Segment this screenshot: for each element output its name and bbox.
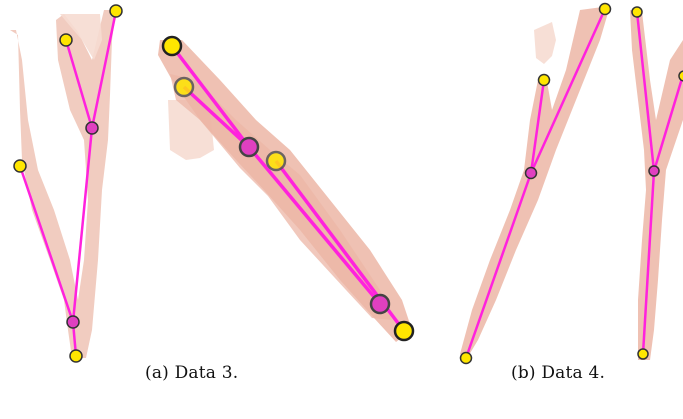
endpoint-node (598, 2, 612, 16)
panel-a-right-leaf (158, 35, 415, 342)
panel-a-left-leaf (10, 4, 123, 363)
skeleton-edge (64, 39, 94, 129)
skeleton-edge (90, 10, 118, 129)
skeleton-edge (247, 145, 382, 306)
endpoint-node (173, 76, 195, 98)
endpoint-node (59, 33, 73, 47)
leaf-mask (170, 74, 392, 320)
leaf-mask (630, 10, 683, 360)
endpoint-node (637, 348, 649, 360)
endpoint-node (393, 320, 415, 342)
skeleton-edge (641, 170, 656, 355)
skeleton-edge (71, 127, 94, 323)
skeleton-edge (170, 44, 251, 149)
skeleton-edge (652, 74, 683, 172)
junction-node (238, 136, 260, 158)
endpoint-node (678, 70, 683, 82)
endpoint-node (13, 159, 27, 173)
endpoint-node (537, 73, 551, 87)
leaf-mask-light (60, 14, 102, 60)
skeleton-edge (529, 8, 607, 174)
endpoint-node (69, 349, 83, 363)
endpoint-node (161, 35, 183, 57)
junction-node (85, 121, 99, 135)
leaf-mask-light (534, 22, 556, 64)
caption-b: (b) Data 4. (511, 363, 606, 383)
skeleton-edge (529, 79, 546, 174)
endpoint-node (631, 6, 643, 18)
caption-a: (a) Data 3. (145, 363, 239, 383)
endpoint-node (265, 150, 287, 172)
junction-node (369, 293, 391, 315)
junction-node (66, 315, 80, 329)
junction-node (524, 166, 538, 180)
junction-node (648, 165, 660, 177)
leaf-mask (460, 6, 610, 360)
panel-b-right-leaf (630, 6, 683, 360)
endpoint-node (109, 4, 123, 18)
endpoint-node (459, 351, 473, 365)
panel-b-left-leaf (459, 2, 612, 365)
skeleton-edge (18, 165, 75, 323)
leaf-mask (10, 10, 116, 358)
skeleton-edge (464, 172, 533, 359)
skeleton-edge (182, 85, 251, 149)
skeleton-edge (635, 11, 656, 172)
